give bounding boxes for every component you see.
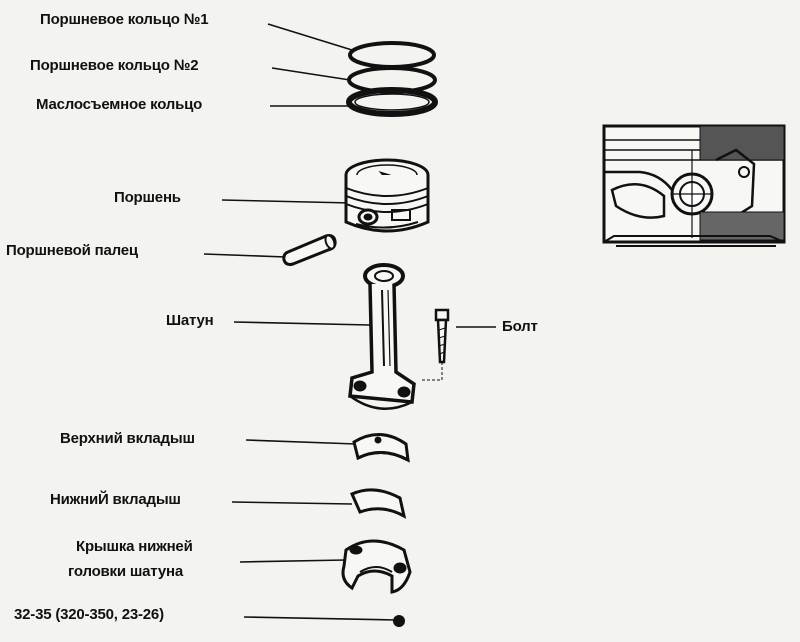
label-lower-shell: НижниЙ вкладыш bbox=[50, 491, 181, 508]
piston bbox=[344, 158, 430, 233]
oil-ring bbox=[346, 87, 438, 117]
torque-marker bbox=[393, 615, 405, 627]
label-oil-ring: Маслосъемное кольцо bbox=[36, 96, 203, 113]
rod-cap bbox=[341, 539, 412, 594]
label-cap-line1: Крышка нижней bbox=[76, 538, 193, 555]
label-bolt: Болт bbox=[502, 318, 538, 335]
leader-piston bbox=[221, 199, 353, 204]
upper-bearing-shell bbox=[352, 433, 410, 463]
label-cap-line2: головки шатуна bbox=[68, 563, 183, 580]
label-piston: Поршень bbox=[114, 189, 181, 206]
piston-cross-section bbox=[602, 124, 786, 247]
label-rod: Шатун bbox=[166, 312, 214, 329]
label-ring1: Поршневое кольцо №1 bbox=[40, 11, 209, 28]
label-piston-pin: Поршневой палец bbox=[6, 242, 138, 259]
leader-lower-shell bbox=[231, 501, 353, 505]
connecting-rod bbox=[348, 263, 416, 410]
bolt bbox=[422, 308, 450, 381]
label-torque: 32-35 (320-350, 23-26) bbox=[14, 606, 164, 623]
leader-torque bbox=[243, 616, 397, 621]
leader-pin bbox=[203, 253, 287, 258]
piston-pin bbox=[282, 234, 337, 266]
leader-lines bbox=[203, 23, 496, 621]
leader-ring1 bbox=[267, 23, 353, 51]
leader-rod bbox=[233, 321, 371, 326]
leader-ring2 bbox=[271, 67, 351, 81]
label-ring2: Поршневое кольцо №2 bbox=[30, 57, 199, 74]
lower-bearing-shell bbox=[350, 488, 407, 519]
label-upper-shell: Верхний вкладыш bbox=[60, 430, 195, 447]
leader-upper-shell bbox=[245, 439, 357, 445]
leader-cap bbox=[239, 559, 347, 563]
ring-1 bbox=[348, 41, 436, 69]
